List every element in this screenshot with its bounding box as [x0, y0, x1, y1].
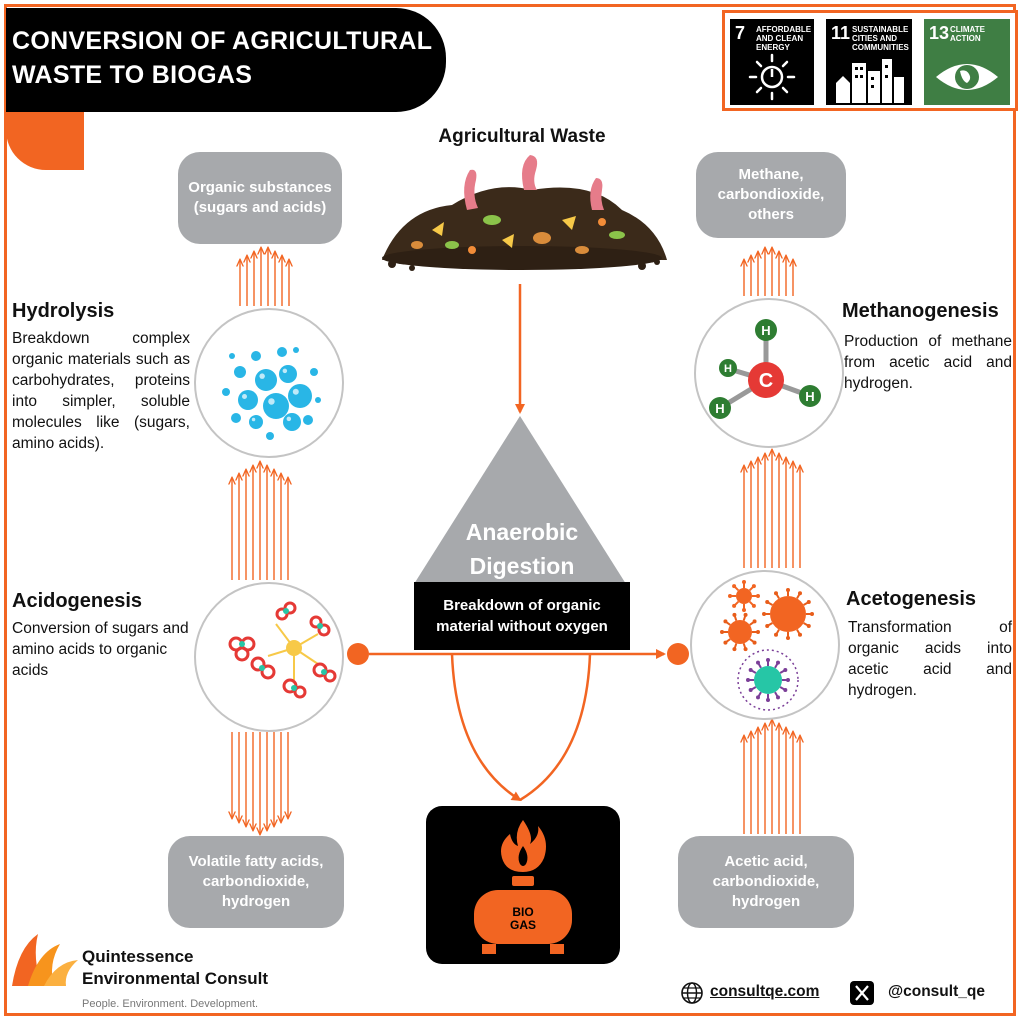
- digestion-triangle: [414, 416, 626, 584]
- sdg-11-badge: 11 SUSTAINABLE CITIES AND COMMUNITIES: [826, 19, 912, 105]
- company-tagline: People. Environment. Development.: [82, 998, 259, 1010]
- carbon-atom-label: C: [759, 370, 773, 392]
- title-banner: [6, 8, 446, 112]
- hydrogen-atom-label: H: [724, 363, 732, 375]
- sdg-panel: 7 AFFORDABLE AND CLEAN ENERGY 11 SUSTAIN…: [722, 10, 1018, 111]
- website-link[interactable]: consultqe.com: [710, 983, 820, 1000]
- hydrogen-atom-label: H: [761, 323, 770, 338]
- acetogenesis-description: Transformation of organic acids into ace…: [848, 619, 1012, 699]
- page-title: CONVERSION OF AGRICULTURAL WASTE TO BIOG…: [12, 27, 432, 89]
- water-bubbles-icon: [222, 347, 321, 440]
- acidogenesis-description: Conversion of sugars and amino acids to …: [12, 620, 189, 679]
- bacteria-icon: [720, 580, 814, 711]
- hydrogen-atom-label: H: [805, 389, 814, 404]
- hydrogen-atom-label: H: [715, 401, 724, 416]
- biogas-label: BIO GAS: [509, 905, 536, 932]
- sdg-11-label: SUSTAINABLE CITIES AND COMMUNITIES: [852, 25, 909, 52]
- acidogenesis-product-pill: Volatile fatty acids, carbondioxide, hyd…: [168, 836, 344, 928]
- compost-pile-icon: [382, 155, 667, 271]
- sdg-7-badge: 7 AFFORDABLE AND CLEAN ENERGY: [730, 19, 814, 105]
- biogas-output: BIO GAS: [426, 806, 620, 964]
- sdg-7-label: AFFORDABLE AND CLEAN ENERGY: [756, 25, 812, 52]
- methanogenesis-title: Methanogenesis: [842, 300, 999, 322]
- sdg-13-number: 13: [929, 23, 950, 43]
- acetogenesis-circle: [690, 570, 840, 720]
- hydrolysis-description: Breakdown complex organic materials such…: [12, 330, 190, 452]
- company-name: Quintessence Environmental Consult: [82, 946, 268, 990]
- company-name-line1: Quintessence: [82, 947, 194, 966]
- globe-icon: [681, 982, 703, 1004]
- hydrolysis-circle: [194, 308, 344, 458]
- digestion-description: Breakdown of organic material without ox…: [414, 582, 630, 650]
- company-name-line2: Environmental Consult: [82, 969, 269, 988]
- x-logo-icon: [850, 981, 874, 1005]
- acidogenesis-title: Acidogenesis: [12, 590, 143, 612]
- title-accent: [6, 112, 84, 170]
- digestion-title: Anaerobic Digestion: [465, 519, 579, 579]
- sdg-13-badge: 13 CLIMATE ACTION: [924, 19, 1010, 105]
- orange-frame: [4, 4, 1016, 1016]
- social-handle[interactable]: @consult_qe: [888, 983, 985, 1000]
- sdg-7-number: 7: [735, 23, 746, 43]
- sdg-13-label: CLIMATE ACTION: [950, 25, 985, 43]
- molecules-cluster-icon: [228, 601, 337, 699]
- acetogenesis-title: Acetogenesis: [846, 588, 977, 610]
- methane-molecule-icon: C H H H H: [709, 319, 821, 419]
- sdg-11-number: 11: [831, 23, 851, 43]
- biogas-tank-icon: [474, 820, 572, 954]
- sun-power-icon: [748, 53, 796, 101]
- eye-globe-icon: [936, 64, 998, 90]
- methanogenesis-circle: C H H H H: [694, 298, 844, 448]
- hydrolysis-product-pill: Organic substances (sugars and acids): [178, 152, 342, 244]
- methanogenesis-description: Production of methane from acetic acid a…: [844, 333, 1012, 392]
- agricultural-waste-label: Agricultural Waste: [438, 126, 606, 147]
- company-logo-icon: [12, 934, 78, 986]
- city-buildings-icon: [836, 59, 904, 103]
- hydrolysis-title: Hydrolysis: [12, 300, 115, 322]
- acetogenesis-product-pill: Acetic acid, carbondioxide, hydrogen: [678, 836, 854, 928]
- acidogenesis-circle: [194, 582, 344, 732]
- methanogenesis-product-pill: Methane, carbondioxide, others: [696, 152, 846, 238]
